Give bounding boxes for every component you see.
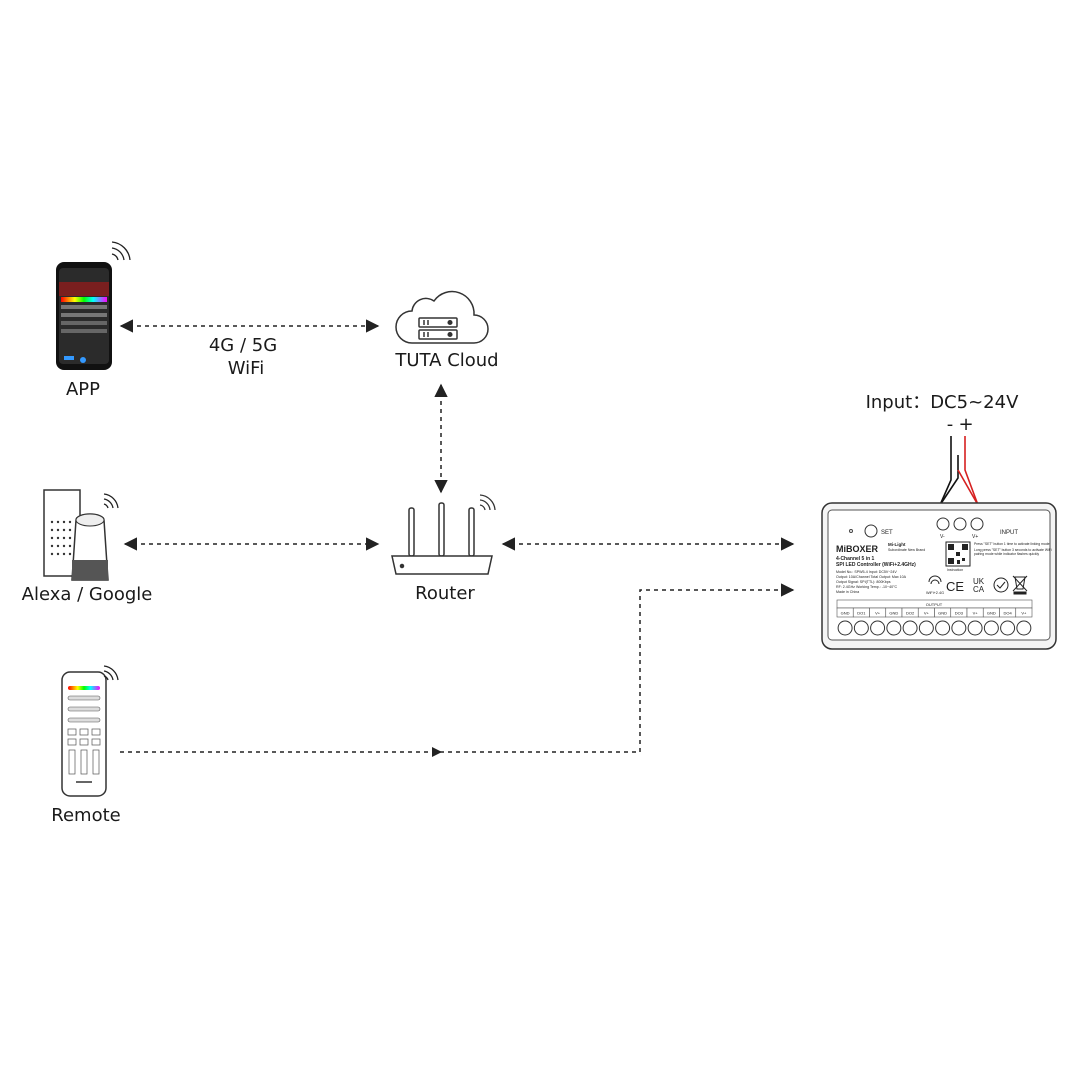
output-terminal-label: V+ xyxy=(1021,611,1027,616)
wifi-icon xyxy=(928,575,942,585)
output-terminal-label: GND xyxy=(841,611,850,616)
output-terminal-label: GND xyxy=(889,611,898,616)
power-input-label: Input：DC5~24V xyxy=(866,392,1019,413)
svg-text:SPI LED Controller (WiFi+2.4GH: SPI LED Controller (WiFi+2.4GHz) xyxy=(836,562,916,568)
svg-text:Instruction: Instruction xyxy=(947,568,963,572)
svg-text:Mi-Light: Mi-Light xyxy=(888,542,906,547)
output-terminal-label: DO3 xyxy=(955,611,964,616)
output-screw-terminal xyxy=(983,620,999,636)
output-screw-terminal xyxy=(918,620,934,636)
output-terminal-cell xyxy=(1015,607,1033,618)
wireless-signal-icon xyxy=(111,241,131,261)
instruction-note-1: Press "SET" button 1 time to activate li… xyxy=(974,542,1050,546)
set-label: SET xyxy=(881,530,893,536)
output-label: OUTPUT xyxy=(926,602,943,607)
output-terminal-label: V+ xyxy=(875,611,881,616)
cloud-icon xyxy=(395,290,489,344)
ukca-mark: UK xyxy=(973,577,985,586)
rohs-icon xyxy=(993,577,1009,593)
cloud-label: TUTA Cloud xyxy=(394,350,498,371)
power-wires xyxy=(939,436,979,506)
remote-control-icon xyxy=(61,665,119,797)
input-port-label: INPUT xyxy=(1000,530,1018,536)
set-button[interactable] xyxy=(864,524,878,538)
instruction-note-2: Long press "SET" button 3 seconds to act… xyxy=(974,548,1052,556)
svg-text:Made in China: Made in China xyxy=(836,590,859,594)
positive-terminal-label: + xyxy=(958,414,973,435)
output-screw-terminal xyxy=(967,620,983,636)
input-terminals xyxy=(936,517,984,531)
svg-text:Output: 10A/Channel Total Ou: Output: 10A/Channel Total Output: Max 10… xyxy=(836,575,907,579)
router-label: Router xyxy=(415,583,475,604)
output-screw-terminal xyxy=(837,620,853,636)
output-screw-terminal xyxy=(870,620,886,636)
output-terminal-label: V+ xyxy=(973,611,979,616)
smartphone-icon xyxy=(56,241,131,370)
router-icon xyxy=(391,494,496,575)
weee-icon xyxy=(1012,575,1028,595)
output-screw-terminal xyxy=(1016,620,1032,636)
spi-led-controller: SET V- V+ INPUT MiBOXER Mi-Light Subordi… xyxy=(821,502,1057,650)
link-label-4g5g: 4G / 5G xyxy=(209,335,277,356)
svg-text:V+: V+ xyxy=(972,534,978,540)
svg-text:WiFi+2.4G: WiFi+2.4G xyxy=(926,591,944,595)
output-terminal-label: GND xyxy=(938,611,947,616)
negative-terminal-label: - xyxy=(947,414,954,435)
output-terminal-label: DO2 xyxy=(906,611,915,616)
indicator-led xyxy=(849,529,853,533)
smart-speaker-icon xyxy=(43,489,119,581)
brand-logo: MiBOXER xyxy=(836,544,879,554)
output-screw-terminal xyxy=(902,620,918,636)
svg-text:CA: CA xyxy=(973,585,985,594)
remote-label: Remote xyxy=(51,805,120,826)
svg-text:V-: V- xyxy=(940,534,945,540)
output-screw-terminal xyxy=(886,620,902,636)
qr-code xyxy=(945,541,971,567)
svg-text:Subordinate New Brand: Subordinate New Brand xyxy=(888,548,925,552)
output-terminal-label: GND xyxy=(987,611,996,616)
output-screw-terminal xyxy=(951,620,967,636)
alexa-google-label: Alexa / Google xyxy=(22,584,153,605)
output-screw-terminal xyxy=(1000,620,1016,636)
svg-text:RF: 2.4GHz Working Temp.: -10: RF: 2.4GHz Working Temp.: -10~40°C xyxy=(836,585,898,589)
output-screw-terminal xyxy=(853,620,869,636)
svg-text:Output Signal: SPI(TTL): 800Kb: Output Signal: SPI(TTL): 800Kbps xyxy=(836,580,891,584)
link-label-wifi: WiFi xyxy=(228,358,264,379)
output-screw-terminal xyxy=(935,620,951,636)
app-label: APP xyxy=(66,379,100,400)
output-terminal-label: V+ xyxy=(924,611,930,616)
remote-controller-link xyxy=(120,583,795,757)
output-terminal-label: DO1 xyxy=(857,611,866,616)
output-terminal-label: DO4 xyxy=(1003,611,1012,616)
ce-mark: CE xyxy=(946,579,964,594)
svg-text:Model No.: SPW5-4 Input: DC5: Model No.: SPW5-4 Input: DC5V~24V xyxy=(836,570,897,574)
svg-text:4-Channel 5 in 1: 4-Channel 5 in 1 xyxy=(836,556,875,562)
